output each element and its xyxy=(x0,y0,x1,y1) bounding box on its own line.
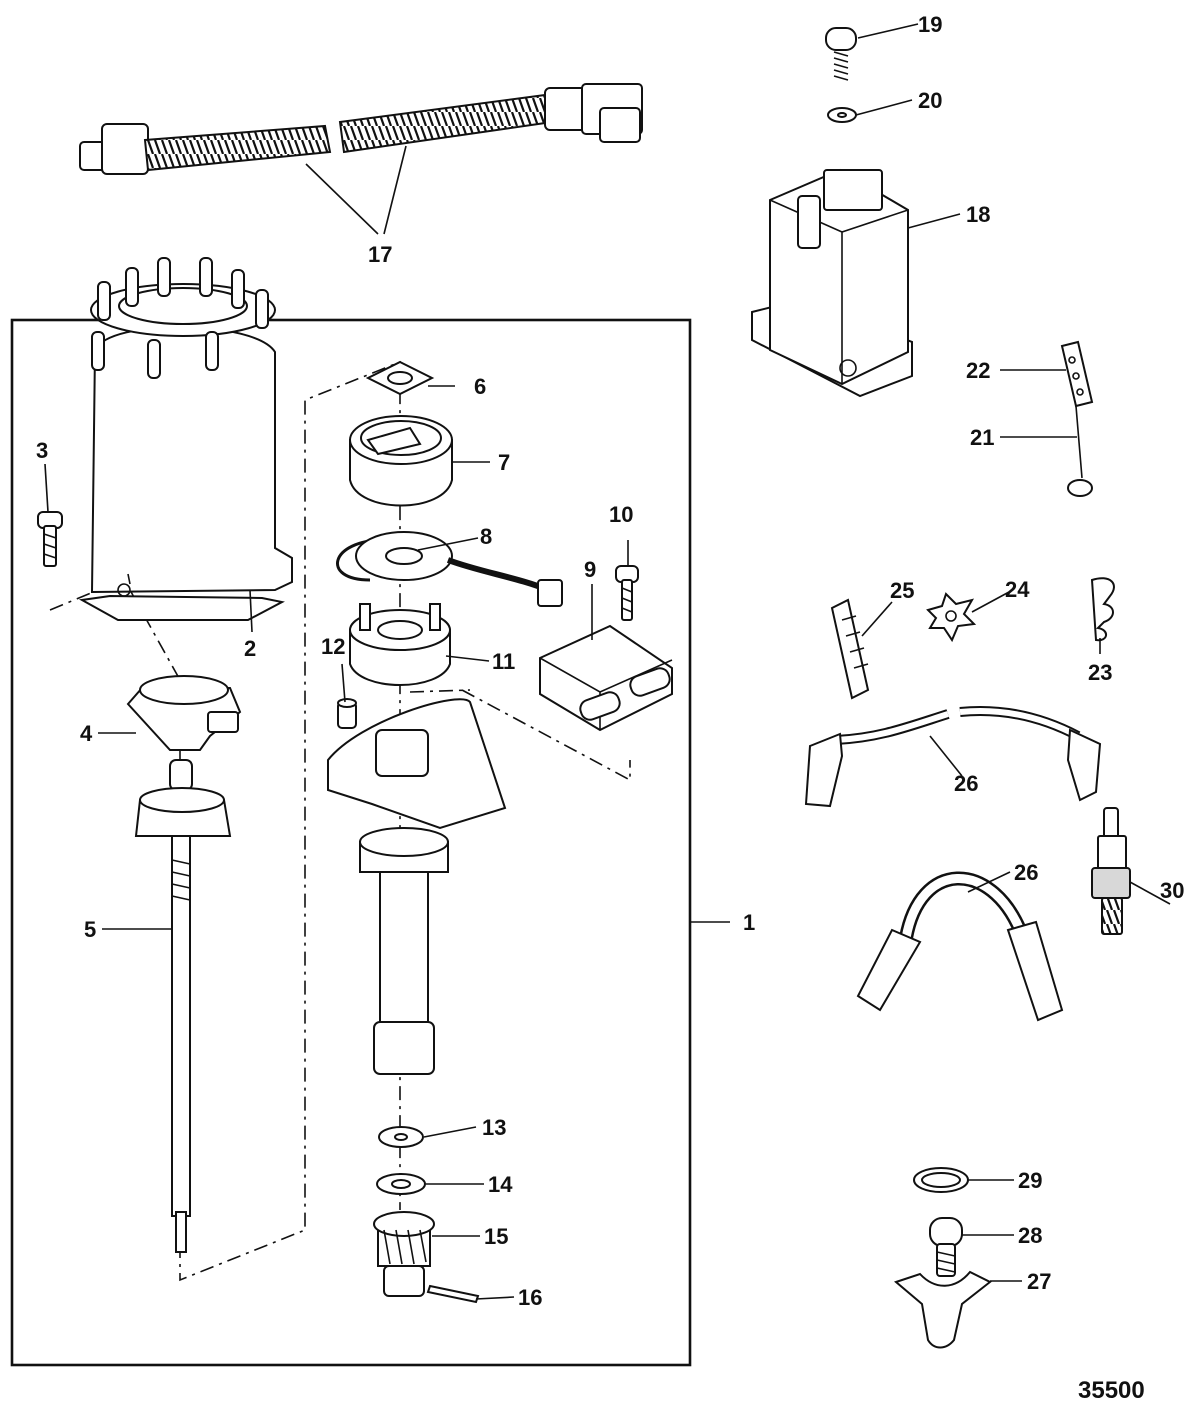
callout-4: 4 xyxy=(80,721,93,746)
distributor-cap xyxy=(78,257,293,621)
callout-22: 22 xyxy=(966,358,990,383)
cap-screw xyxy=(37,511,63,567)
callout-30: 30 xyxy=(1160,878,1184,903)
wiring-harness xyxy=(79,83,643,175)
wire-clip xyxy=(1090,577,1115,642)
coil-bolt xyxy=(825,27,857,81)
callout-9: 9 xyxy=(584,557,596,582)
rotor xyxy=(349,415,453,507)
callouts: 1 2 3 4 5 6 7 8 9 10 11 12 13 14 15 16 1… xyxy=(36,12,1184,1310)
callout-15: 15 xyxy=(484,1224,508,1249)
callout-21: 21 xyxy=(970,425,994,450)
wire-loom-clip xyxy=(830,598,870,700)
roll-pin xyxy=(426,1284,480,1304)
callout-3: 3 xyxy=(36,438,48,463)
callout-25: 25 xyxy=(890,578,914,603)
spark-plug-lead-short xyxy=(856,871,1064,1022)
callout-27: 27 xyxy=(1027,1269,1051,1294)
leader-lines xyxy=(44,23,1171,1300)
figure-id: 35500 xyxy=(1078,1377,1145,1404)
callout-24: 24 xyxy=(1005,577,1030,602)
hold-down-clamp xyxy=(893,1270,992,1349)
callout-18: 18 xyxy=(966,202,990,227)
callout-17: 17 xyxy=(368,242,392,267)
callout-6: 6 xyxy=(474,374,486,399)
pickup-coil xyxy=(336,531,563,607)
callout-5: 5 xyxy=(84,917,96,942)
callout-13: 13 xyxy=(482,1115,506,1140)
callout-16: 16 xyxy=(518,1285,542,1310)
callout-14: 14 xyxy=(488,1172,513,1197)
spark-plug-lead-long xyxy=(804,706,1102,808)
hold-down-bolt xyxy=(929,1217,963,1277)
ignition-coil xyxy=(751,168,913,398)
callout-8: 8 xyxy=(480,524,492,549)
callout-10: 10 xyxy=(609,502,633,527)
coil-washer xyxy=(827,107,857,123)
callout-19: 19 xyxy=(918,12,942,37)
callout-20: 20 xyxy=(918,88,942,113)
spark-plug xyxy=(1091,807,1131,935)
callout-7: 7 xyxy=(498,450,510,475)
distributor-housing xyxy=(327,698,507,1075)
distributor-assembly-frame xyxy=(10,318,692,1367)
thrust-washer xyxy=(376,1173,426,1195)
callout-26-lower: 26 xyxy=(1014,860,1038,885)
callout-29: 29 xyxy=(1018,1168,1042,1193)
wire-retainer-strap xyxy=(1060,340,1094,497)
ignition-module xyxy=(539,624,673,732)
callout-12: 12 xyxy=(321,634,345,659)
callout-28: 28 xyxy=(1018,1223,1042,1248)
callout-26-upper: 26 xyxy=(954,771,978,796)
callout-2: 2 xyxy=(244,636,256,661)
callout-23: 23 xyxy=(1088,660,1112,685)
callout-11: 11 xyxy=(492,649,515,674)
housing-collar xyxy=(126,675,242,751)
module-screw xyxy=(615,565,639,621)
retainer-clip xyxy=(378,1126,424,1148)
drive-gear xyxy=(373,1211,435,1297)
wire-separator xyxy=(926,592,977,643)
gasket xyxy=(365,360,435,396)
distributor-shaft xyxy=(134,759,232,1253)
callout-1: 1 xyxy=(743,910,755,935)
seal-washer xyxy=(913,1167,969,1193)
capacitor xyxy=(337,698,357,729)
pole-piece xyxy=(349,603,451,686)
